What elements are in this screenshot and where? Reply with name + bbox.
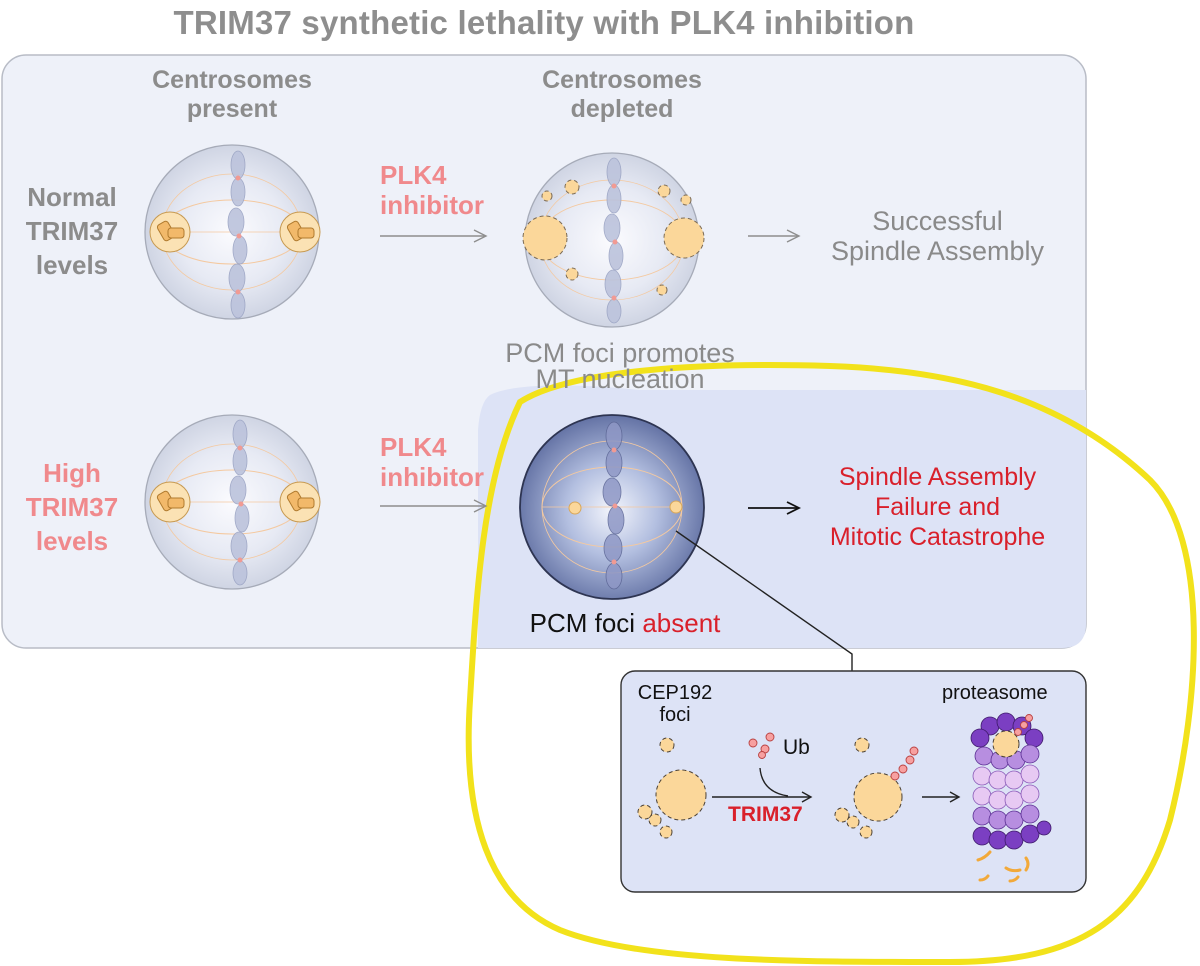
- row-label-line: TRIM37: [25, 216, 119, 246]
- foci-label-line: foci: [659, 704, 691, 726]
- row-label-line: levels: [35, 526, 109, 556]
- header-centrosomes-depleted: Centrosomes depleted: [522, 66, 722, 124]
- row-label-line: levels: [35, 250, 109, 280]
- row-label-line: High: [43, 458, 101, 488]
- outcome-line: Failure and: [874, 493, 1001, 521]
- cep192-foci-label: CEP192 foci: [630, 682, 720, 726]
- cell-high-present: [144, 414, 321, 590]
- yellow-outline: [465, 362, 1197, 966]
- note-pcm-absent: PCM foci absent: [505, 608, 745, 639]
- inset-panel: [620, 670, 1087, 893]
- row-label-line: TRIM37: [25, 492, 119, 522]
- cep192-foci-cluster: [637, 737, 707, 839]
- plk4-inhibitor-label-row1: PLK4 inhibitor: [380, 160, 484, 220]
- proteasome-icon: [970, 712, 1052, 850]
- note-line: MT nucleation: [535, 364, 705, 394]
- arrow-inhibitor-row2: [380, 499, 488, 513]
- header-line: depleted: [570, 95, 674, 123]
- outcome-line: Mitotic Catastrophe: [829, 523, 1046, 551]
- inhibitor-line: inhibitor: [380, 462, 484, 492]
- foci-label-line: CEP192: [637, 682, 713, 704]
- cell-high-depleted: [519, 414, 705, 600]
- trim37-reaction-arrow: [712, 791, 813, 803]
- note-line: PCM foci promotes: [505, 338, 735, 368]
- ub-icon: [748, 732, 775, 759]
- note-prefix: PCM foci: [529, 608, 636, 638]
- arrow-outcome-row1: [748, 229, 801, 243]
- arrow-to-proteasome: [922, 791, 961, 803]
- cell-normal-depleted: [522, 152, 705, 328]
- header-line: present: [186, 95, 278, 123]
- cell-normal-present: [144, 144, 321, 320]
- arrow-inhibitor-row1: [380, 229, 488, 243]
- inhibitor-line: PLK4: [380, 432, 447, 462]
- inhibitor-line: inhibitor: [380, 190, 484, 220]
- trim37-enzyme-label: TRIM37: [728, 803, 803, 826]
- plk4-inhibitor-label-row2: PLK4 inhibitor: [380, 432, 484, 492]
- ubiquitin-chain: [890, 746, 919, 781]
- ub-label: Ub: [783, 736, 810, 759]
- ubiquitinated-foci: [834, 737, 903, 839]
- outcome-successful: Successful Spindle Assembly: [800, 206, 1075, 266]
- note-highlight: absent: [642, 608, 721, 638]
- header-centrosomes-present: Centrosomes present: [142, 66, 322, 124]
- outcome-line: Successful: [872, 206, 1003, 236]
- header-line: Centrosomes: [152, 66, 312, 94]
- ub-transfer-arrow: [759, 767, 789, 797]
- outcome-line: Spindle Assembly: [838, 463, 1037, 491]
- outcome-failure: Spindle Assembly Failure and Mitotic Cat…: [800, 462, 1075, 552]
- proteasome-label: proteasome: [942, 682, 1048, 704]
- inhibitor-line: PLK4: [380, 160, 447, 190]
- row-label-normal: Normal TRIM37 levels: [12, 180, 132, 282]
- figure-title: TRIM37 synthetic lethality with PLK4 inh…: [173, 4, 915, 41]
- arrow-outcome-row2: [748, 501, 802, 515]
- zoom-connector: [675, 530, 853, 672]
- note-pcm-promotes: PCM foci promotes MT nucleation: [470, 338, 770, 394]
- outcome-line: Spindle Assembly: [830, 236, 1045, 266]
- row-label-line: Normal: [27, 182, 117, 212]
- degraded-fragments: [976, 850, 1030, 883]
- row-label-high: High TRIM37 levels: [12, 456, 132, 558]
- header-line: Centrosomes: [542, 66, 702, 94]
